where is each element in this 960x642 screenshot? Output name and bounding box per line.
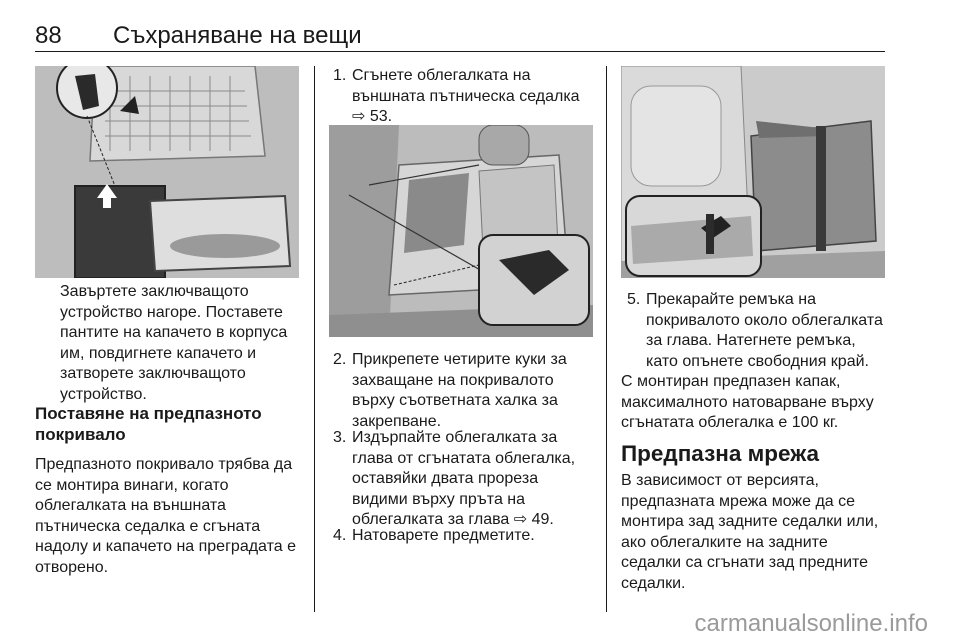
step-line: Издърпайте облегалката за	[352, 429, 558, 446]
step-number: 2.	[333, 351, 347, 368]
heading-line: покривало	[35, 425, 126, 444]
step-line: Натоварете предметите.	[352, 527, 535, 544]
caption-line: Завъртете заключващото	[60, 283, 249, 300]
figure-partition-flap	[35, 66, 299, 278]
paragraph-line: седалки.	[621, 574, 686, 592]
caption-line: устройство.	[60, 385, 147, 403]
load-note: С монтиран предпазен капак, максималното…	[621, 372, 886, 434]
step-line: видими върху пръта на	[352, 490, 526, 508]
page-number: 88	[35, 22, 62, 49]
step-line: върху съответната халка за	[352, 392, 558, 409]
cover-paragraph: Предпазното покривало трябва да се монти…	[35, 455, 310, 578]
step-line: Прикрепете четирите куки за	[352, 351, 567, 368]
step-line: Сгънете облегалката на	[352, 67, 531, 84]
step-line: глава от сгънатата облегалка,	[352, 449, 576, 467]
caption-line: пантите на капачето в корпуса	[60, 324, 288, 341]
paragraph-line: облегалката на външната	[35, 497, 226, 514]
paragraph-line: Предпазното покривало трябва да	[35, 456, 293, 473]
paragraph-line: пътническа седалка е сгъната	[35, 517, 261, 535]
caption-line: устройство нагоре. Поставете	[60, 303, 283, 321]
step-line: покривалото около облегалката	[646, 311, 883, 329]
step-number: 5.	[627, 291, 641, 308]
note-line: С монтиран предпазен капак,	[621, 373, 841, 390]
step-number: 4.	[333, 527, 347, 544]
figure-seat-hooks-illustration	[329, 125, 593, 337]
figure-caption: Завъртете заключващото устройство нагоре…	[60, 282, 310, 405]
section-heading-cover: Поставяне на предпазното покривало	[35, 403, 305, 445]
chapter-title: Съхраняване на вещи	[113, 22, 362, 49]
caption-line: им, повдигнете капачето и	[60, 344, 257, 362]
column-divider-right	[606, 66, 607, 612]
step-line: оставяйки двата прореза	[352, 470, 539, 487]
heading-line: Поставяне на предпазното	[35, 404, 262, 423]
watermark: carmanualsonline.info	[694, 610, 928, 637]
figure-strap-headrest	[621, 66, 885, 278]
caption-line: затворете заключващото	[60, 365, 246, 382]
page-reference-link[interactable]: ⇨ 53.	[352, 108, 393, 125]
figure-partition-flap-illustration	[35, 66, 299, 278]
step-number: 3.	[333, 429, 347, 446]
safety-net-paragraph: В зависимост от версията, предпазната мр…	[621, 471, 886, 594]
paragraph-line: отворено.	[35, 558, 109, 576]
step-line: като опънете свободния край.	[646, 352, 869, 370]
header-rule	[35, 51, 885, 52]
paragraph-line: монтира зад задните седалки или,	[621, 513, 879, 530]
note-line: сгънатата облегалка е 100 кг.	[621, 414, 839, 431]
paragraph-line: се монтира винаги, когато	[35, 476, 229, 494]
figure-seat-hooks	[329, 125, 593, 337]
step-line: Прекарайте ремъка на	[646, 291, 816, 308]
page-header: 88 Съхраняване на вещи	[35, 18, 885, 54]
section-heading-safety-net: Предпазна мрежа	[621, 441, 819, 466]
page-reference-link[interactable]: облегалката за глава ⇨ 49.	[352, 511, 554, 528]
step-line: захващане на покривалото	[352, 371, 554, 389]
note-line: максималното натоварване върху	[621, 393, 874, 411]
step-line: закрепване.	[352, 412, 442, 430]
paragraph-line: седалки са сгънати зад предните	[621, 554, 869, 571]
paragraph-line: ако облегалките на задните	[621, 533, 828, 551]
paragraph-line: надолу и капачето на преградата е	[35, 538, 296, 555]
paragraph-line: В зависимост от версията,	[621, 472, 819, 489]
step-number: 1.	[333, 67, 347, 84]
paragraph-line: предпазната мрежа може да се	[621, 492, 856, 510]
column-divider-left	[314, 66, 315, 612]
step-line: за глава. Натегнете ремъка,	[646, 332, 856, 349]
figure-strap-headrest-illustration	[621, 66, 885, 278]
step-line: външната пътническа седалка	[352, 87, 580, 105]
